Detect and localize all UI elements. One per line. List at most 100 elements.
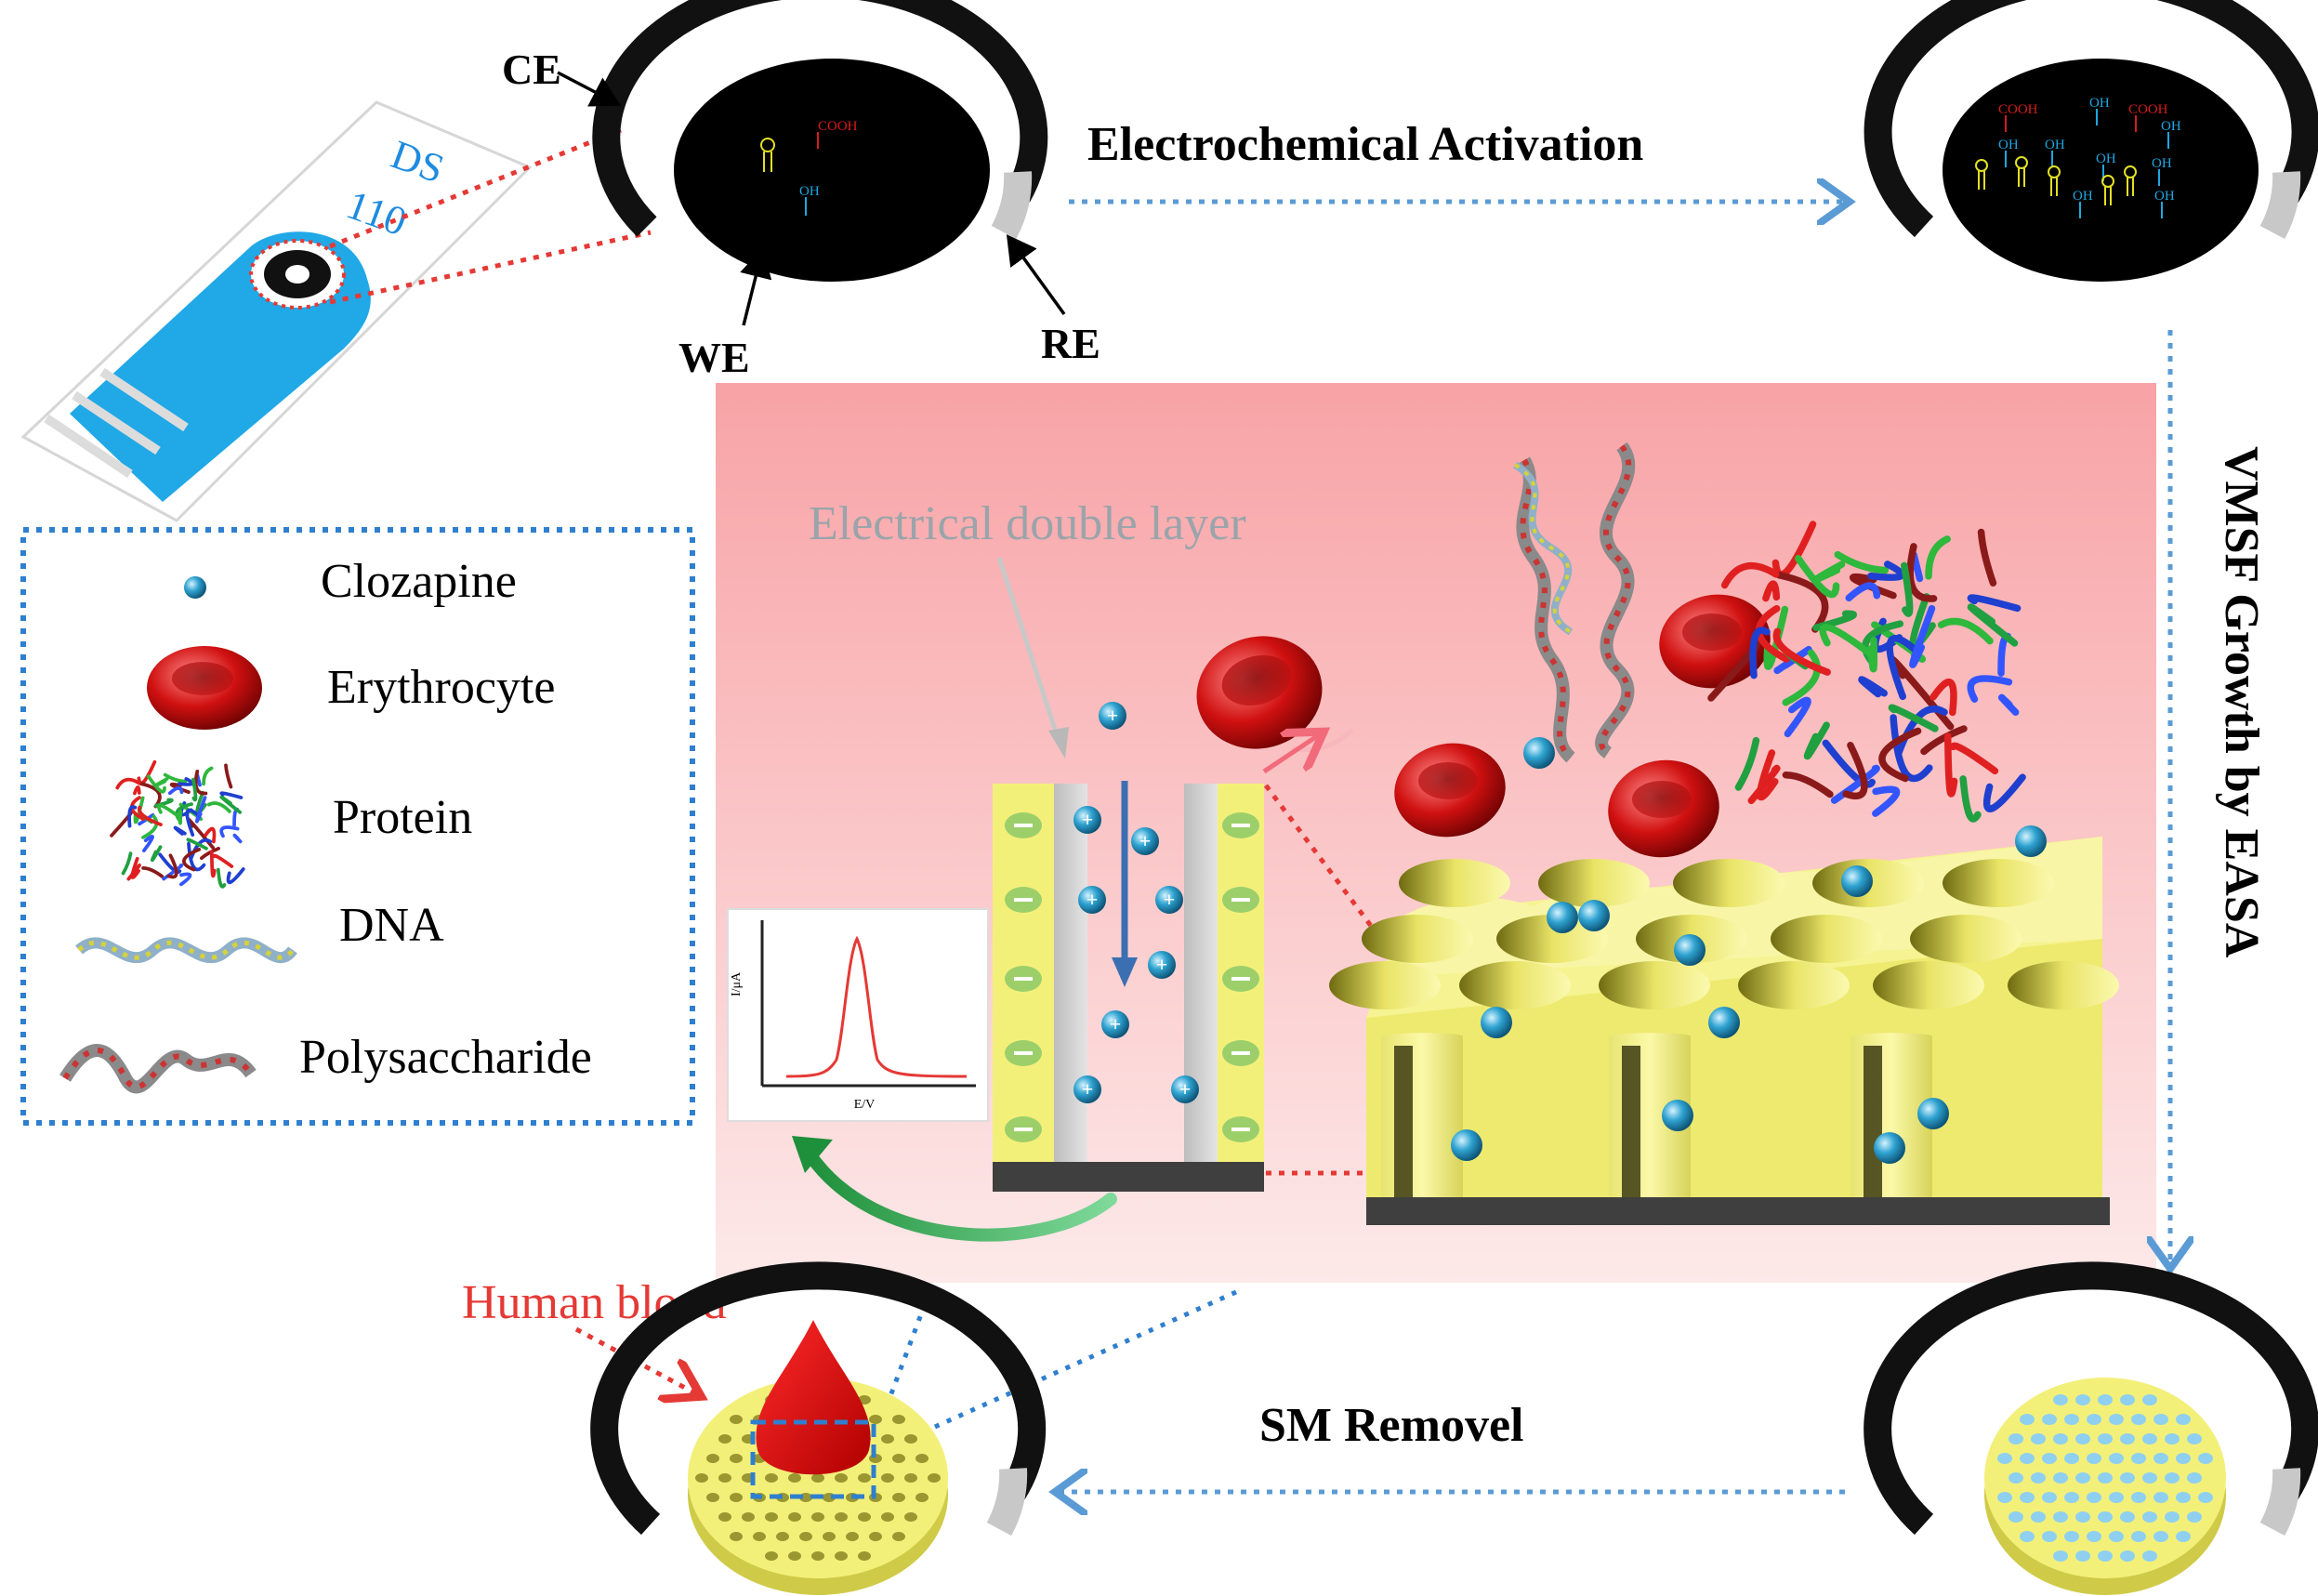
electrode-vmsf-template [1864,1261,2318,1595]
pore-dot [858,1551,871,1561]
pore-dot [915,1454,929,1463]
biomacromolecule-strands [1512,442,1636,763]
pore-dot [2008,1472,2023,1484]
legend-label-erythrocyte: Erythrocyte [327,661,555,714]
legend-erythrocyte-icon [147,646,262,730]
clozapine-molecule [1451,1129,1482,1161]
clozapine-molecule [1547,902,1578,933]
cation [1099,702,1126,730]
pore-dot [765,1512,778,1522]
pore-dot [2131,1453,2146,1464]
legend-label-protein: Protein [333,791,472,844]
protein-ribbon [219,825,240,838]
we-label: WE [678,334,750,381]
pore-dot [2020,1531,2035,1542]
protein-ribbon [191,777,198,802]
protein-ribbon [1886,635,1920,701]
pore-dot [2053,1550,2068,1562]
protein-ribbon [1949,742,1999,775]
group-oh-1: OH [799,184,820,199]
pore-dot [718,1473,731,1483]
pore-dot [2120,1472,2135,1484]
pore-dot [2098,1433,2113,1444]
functional-group: OH [2073,189,2093,204]
pore-dot [2031,1433,2046,1444]
pore-dot [2098,1550,2113,1562]
pore-dot [2053,1433,2068,1444]
pore-dot [892,1532,905,1541]
pore-dot [2087,1531,2101,1542]
protein-ribbon [177,777,194,786]
clozapine-molecule [1578,900,1610,931]
protein-ribbon [1937,617,1994,645]
voltammogram-xlabel: E/V [854,1098,876,1112]
pore-dot [2176,1453,2191,1464]
pore-dot [2187,1472,2202,1484]
functional-group [2124,165,2137,178]
protein-ribbon [133,785,141,796]
functional-group: OH [2089,96,2110,111]
protein-ribbon [141,866,165,878]
pore-dot [823,1532,836,1541]
pore-dot [765,1473,778,1483]
cation [1155,886,1183,914]
svg-text:+: + [1110,1012,1122,1035]
protein-ribbon [219,795,243,814]
svg-text:+: + [1082,1077,1094,1101]
protein-ribbon [142,835,154,853]
pore-dot [2120,1511,2135,1523]
protein-ribbon [1822,739,1877,788]
pore-dot [2131,1492,2146,1503]
protein-ribbon [1850,573,1897,600]
pore-dot [2031,1472,2046,1484]
pore-dot [2098,1511,2113,1523]
pore-dot [718,1512,731,1522]
protein-ribbon [1842,742,1868,800]
pore [1771,915,1882,963]
svg-text:+: + [1156,953,1168,976]
protein-ribbon [137,759,157,785]
protein-ribbon [1762,580,1781,602]
clozapine-molecule [1523,737,1555,769]
pore-dot [2176,1414,2191,1425]
pore-dot [776,1532,789,1541]
pore-dot [881,1512,894,1522]
protein-ribbon [186,838,208,851]
pore-dot [753,1532,766,1541]
pore-dot [881,1434,894,1444]
protein-ribbon [1795,555,1840,599]
legend-label-clozapine: Clozapine [321,555,517,608]
pore-dot [742,1512,755,1522]
functional-group: OH [2154,189,2175,204]
pore-dot [2008,1511,2023,1523]
protein-ribbon [150,845,163,863]
pore [1459,961,1571,1009]
functional-group: OH [2096,152,2116,166]
pore-dot [2109,1453,2124,1464]
cation [1101,1010,1129,1038]
pore [1943,859,2054,907]
pore-dot [2109,1414,2124,1425]
pore-dot [869,1415,882,1424]
protein-ribbon [1774,571,1829,633]
pore-dot [2198,1453,2213,1464]
svg-text:+: + [1082,808,1094,831]
protein-ribbon [1772,627,1831,676]
re-label: RE [1041,320,1100,367]
pore-dot [2120,1394,2135,1405]
protein-ribbon [133,796,145,824]
protein-ribbon [209,850,217,878]
protein-ribbon [185,809,201,838]
protein-ribbon [127,805,138,828]
protein-ribbon [232,833,243,844]
pore-dot [2165,1511,2180,1523]
svg-text:+: + [1107,704,1119,727]
svg-text:+: + [1139,829,1152,852]
pore [1599,961,1710,1009]
pore-dot [904,1473,917,1483]
svg-text:+: + [1164,888,1176,911]
voltammogram-ylabel: I/μA [730,971,744,996]
pore-dot [904,1434,917,1444]
pore-dot [730,1532,743,1541]
